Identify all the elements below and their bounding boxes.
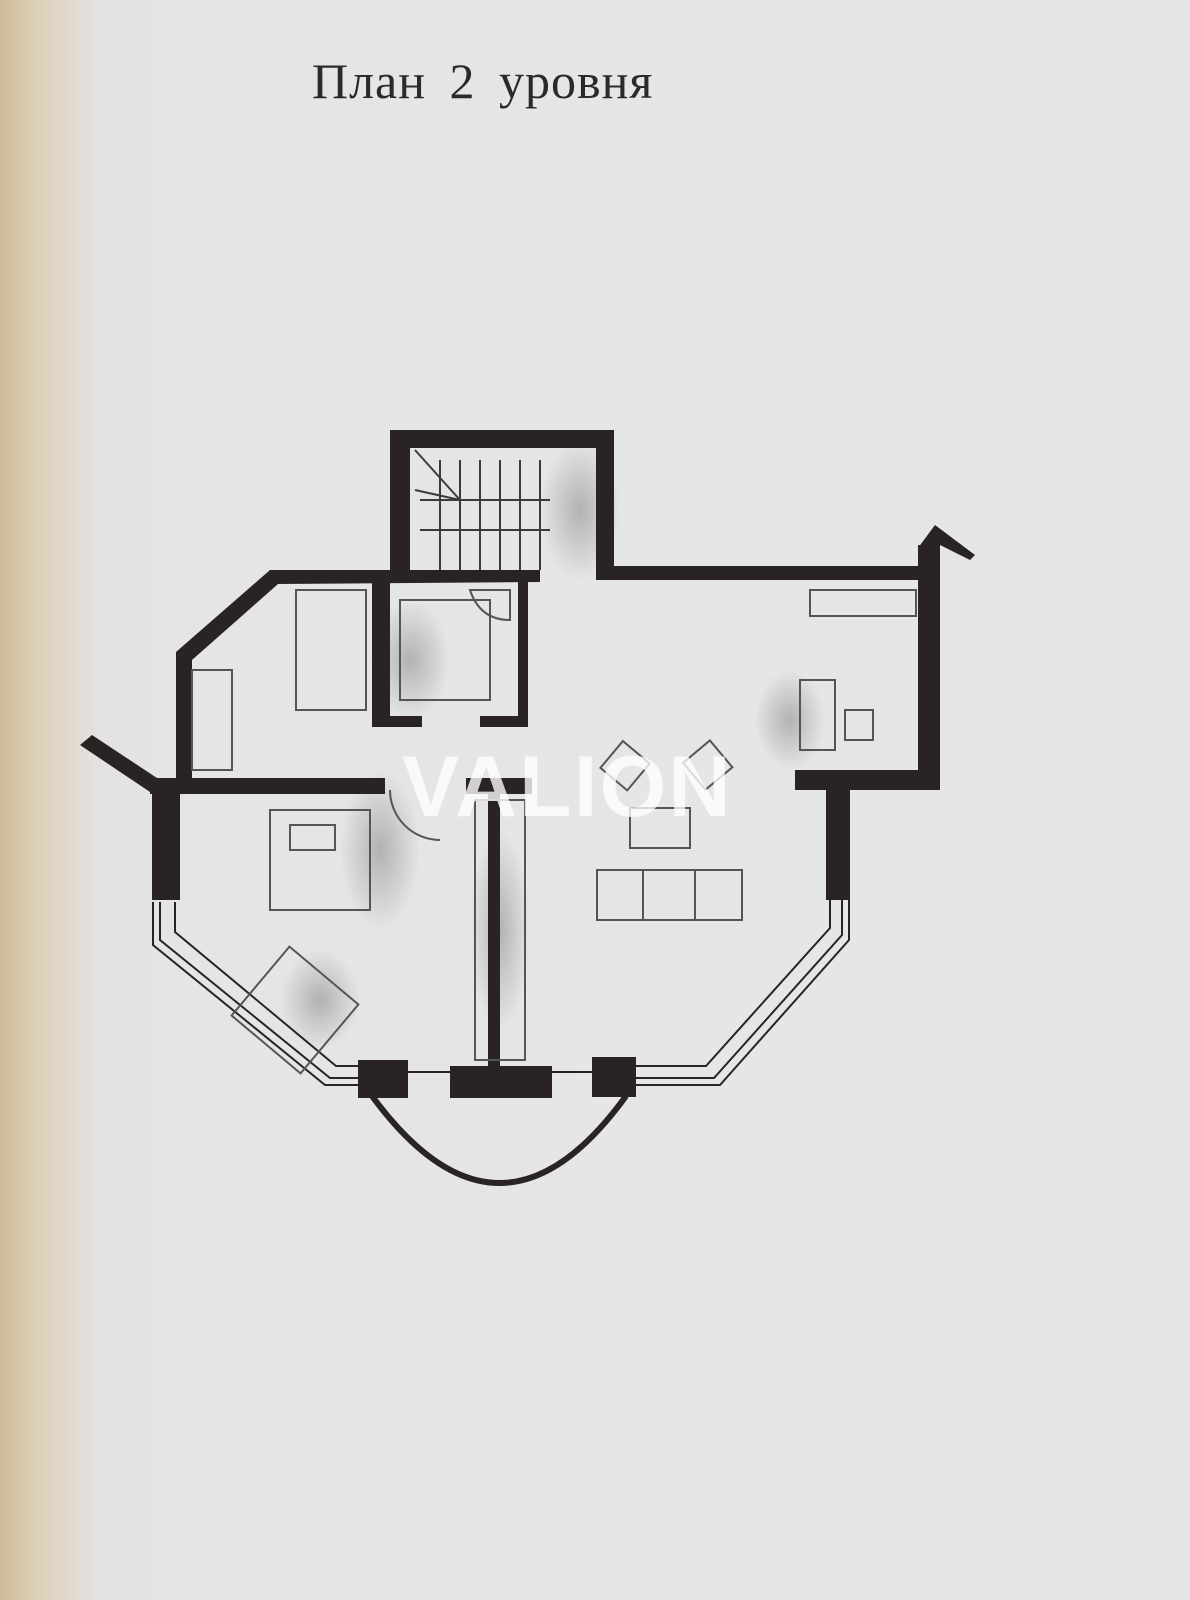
watermark-logo: VALION <box>402 739 733 835</box>
stairs <box>414 449 550 570</box>
walls <box>80 430 975 1098</box>
plan-title: План 2 уровня <box>312 53 654 109</box>
bay-arc <box>369 1094 629 1186</box>
windows <box>152 609 939 1086</box>
furniture <box>191 589 917 1075</box>
